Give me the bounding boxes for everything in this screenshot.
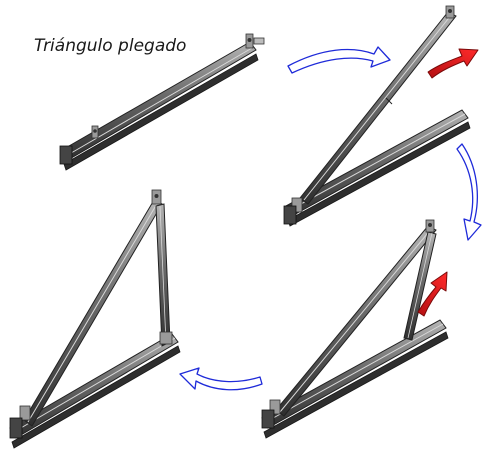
flow-arrow-3-to-4 [180,368,262,390]
hinge-bracket-mid [92,126,98,138]
stage-strut-rotating [262,220,448,438]
vertical-strut [156,204,170,346]
base-rail [286,110,470,226]
strut-foot-bracket [160,332,172,344]
diagram-title: Triángulo plegado [34,36,186,56]
rail-bundle [62,42,258,170]
stage-opening [284,6,470,226]
top-hinge [152,190,161,204]
fold-arrow-stage-2 [428,49,478,78]
base-rail [262,320,448,438]
base-rail [10,334,180,448]
stage-assembled [10,190,180,448]
foot-brackets [262,400,280,428]
flow-arrow-2-to-3 [457,144,481,240]
foot-bracket [60,146,72,164]
flow-arrow-1-to-2 [288,47,390,73]
hinge-bracket-top [246,34,264,48]
top-hinge [446,6,454,18]
top-hinge [426,220,434,232]
